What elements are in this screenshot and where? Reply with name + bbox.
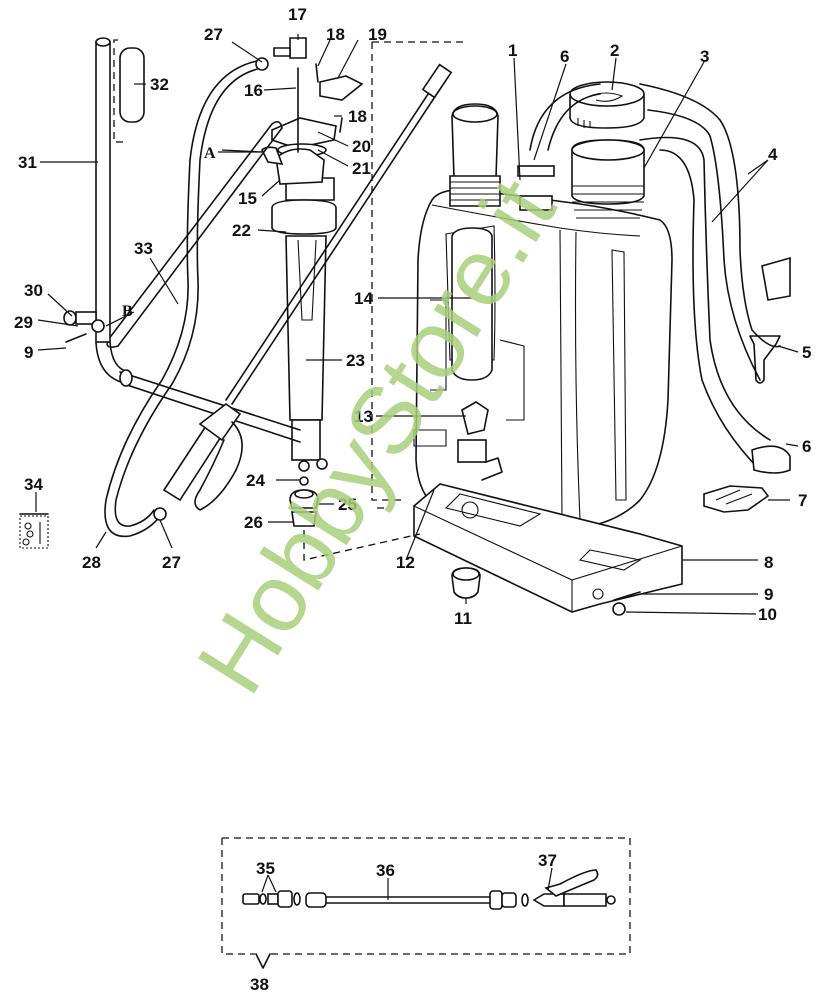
label-36: 36: [376, 861, 395, 880]
base-plate: [413, 483, 683, 613]
label-17: 17: [288, 5, 307, 24]
leader-lines: [37, 34, 799, 900]
label-33: 33: [134, 239, 153, 258]
label-27-bottom: 27: [162, 553, 181, 572]
label-9-left: 9: [24, 343, 33, 362]
label-27-top: 27: [204, 25, 223, 44]
spare-kit: [19, 492, 49, 549]
label-1: 1: [508, 41, 517, 60]
label-A: A: [204, 145, 216, 162]
label-22: 22: [232, 221, 251, 240]
drain-nut: [451, 567, 481, 599]
trigger-valve: [162, 403, 243, 511]
label-32: 32: [150, 75, 169, 94]
label-23: 23: [346, 351, 365, 370]
label-13: 13: [354, 407, 373, 426]
label-26: 26: [244, 513, 263, 532]
spray-lance: [119, 63, 453, 443]
hose-connector: [63, 310, 105, 343]
label-16: 16: [244, 81, 263, 100]
part-labels: 27 17 18 19 32 16 18 20 A 21 31 15 22 33…: [14, 5, 811, 994]
label-30: 30: [24, 281, 43, 300]
dashed-guide: [371, 41, 468, 509]
label-29: 29: [14, 313, 33, 332]
label-11: 11: [454, 609, 472, 628]
label-6-right: 6: [802, 437, 811, 456]
label-12: 12: [396, 553, 415, 572]
label-28: 28: [82, 553, 101, 572]
label-5: 5: [802, 343, 811, 362]
label-4: 4: [768, 145, 778, 164]
pump-cylinder: [271, 177, 421, 561]
label-34: 34: [24, 475, 43, 494]
label-6-top: 6: [560, 47, 569, 66]
pump-lever: [106, 120, 283, 348]
label-15: 15: [238, 189, 257, 208]
label-3: 3: [700, 47, 709, 66]
hose: [104, 57, 269, 538]
label-21: 21: [352, 159, 371, 178]
strap-hook: [749, 335, 781, 384]
lance-kit-box: [221, 837, 631, 969]
label-37: 37: [538, 851, 557, 870]
label-18-top: 18: [326, 25, 345, 44]
label-7: 7: [798, 491, 807, 510]
label-B: B: [122, 303, 133, 320]
tank-cap: [569, 81, 645, 129]
shoulder-straps: [529, 83, 791, 474]
label-24: 24: [246, 471, 265, 490]
label-18-mid: 18: [348, 107, 367, 126]
label-25: 25: [338, 495, 357, 514]
label-19: 19: [368, 25, 387, 44]
label-38: 38: [250, 975, 269, 994]
strap-buckle: [517, 165, 555, 211]
strainer-tube: [451, 227, 493, 381]
pump-valve: [457, 401, 503, 481]
buckle-clip: [703, 485, 770, 513]
label-14: 14: [354, 289, 373, 308]
label-2: 2: [610, 41, 619, 60]
label-35: 35: [256, 859, 275, 878]
strainer-basket: [449, 103, 501, 207]
tank-neck: [571, 139, 645, 219]
handle-tube: [95, 37, 145, 385]
label-31: 31: [18, 153, 37, 172]
label-9-right: 9: [764, 585, 773, 604]
label-10: 10: [758, 605, 777, 624]
pin-and-washer: [612, 591, 641, 616]
pump-head: [261, 37, 364, 185]
label-8: 8: [764, 553, 773, 572]
label-20: 20: [352, 137, 371, 156]
